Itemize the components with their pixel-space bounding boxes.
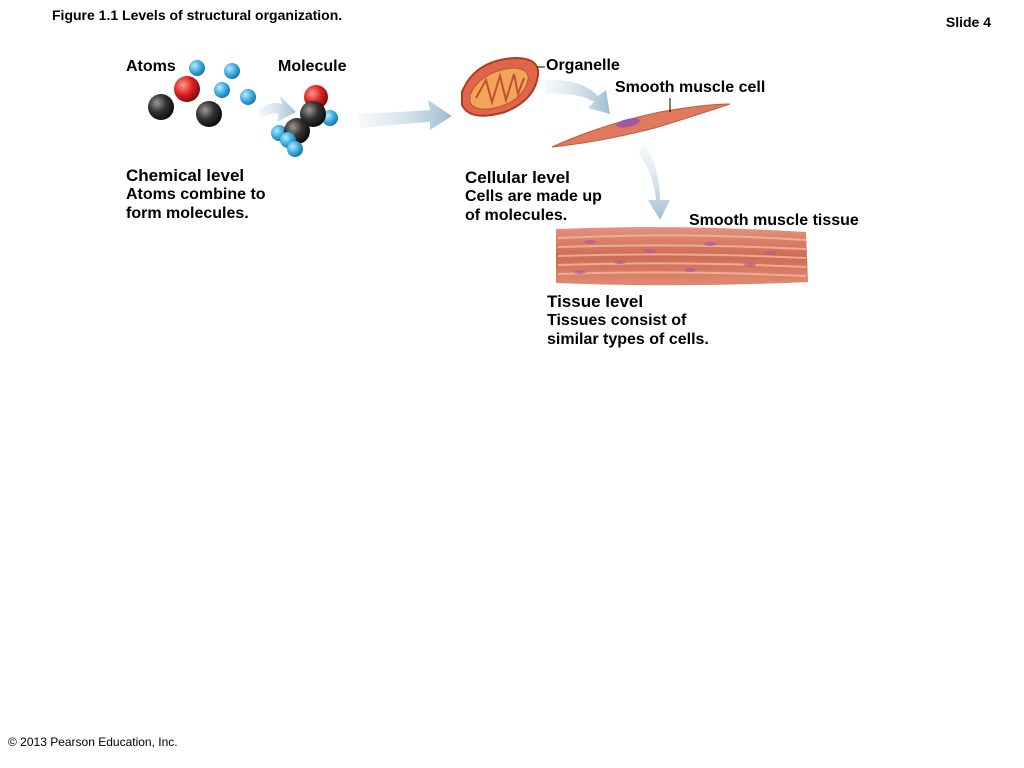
arrow-molecule-to-organelle (358, 100, 452, 130)
chemical-level-title: Chemical level (126, 166, 245, 185)
copyright-notice: © 2013 Pearson Education, Inc. (8, 735, 178, 749)
atoms-illustration (148, 60, 256, 127)
smooth-muscle-cell-label: Smooth muscle cell (615, 79, 766, 96)
tissue-level-line1: Tissues consist of (547, 312, 687, 329)
cellular-level-line1: Cells are made up (465, 188, 602, 205)
smooth-muscle-cell-illustration (551, 103, 731, 148)
cellular-level-line2: of molecules. (465, 207, 568, 224)
molecule-illustration (271, 85, 338, 157)
tissue-level-title: Tissue level (547, 292, 644, 311)
cellular-level-block: Cellular level Cells are made up of mole… (465, 168, 602, 225)
molecule-label: Molecule (278, 58, 347, 75)
smooth-muscle-tissue-illustration (556, 227, 808, 286)
cellular-level-title: Cellular level (465, 168, 570, 187)
organelle-label: Organelle (546, 57, 620, 74)
arrow-organelle-to-cell (545, 79, 610, 114)
slide-number: Slide 4 (945, 14, 991, 30)
organelle-illustration (461, 56, 540, 117)
smooth-muscle-tissue-label: Smooth muscle tissue (689, 212, 859, 229)
atoms-label: Atoms (126, 58, 176, 75)
tissue-level-line2: similar types of cells. (547, 331, 709, 348)
chemical-level-block: Chemical level Atoms combine to form mol… (126, 166, 266, 223)
figure-title: Figure 1.1 Levels of structural organiza… (52, 7, 343, 23)
arrow-cell-to-tissue (638, 146, 670, 220)
chemical-level-line2: form molecules. (126, 205, 249, 222)
chemical-level-line1: Atoms combine to (126, 186, 266, 203)
arrow-atoms-to-molecule (258, 96, 296, 122)
tissue-level-block: Tissue level Tissues consist of similar … (547, 292, 709, 349)
